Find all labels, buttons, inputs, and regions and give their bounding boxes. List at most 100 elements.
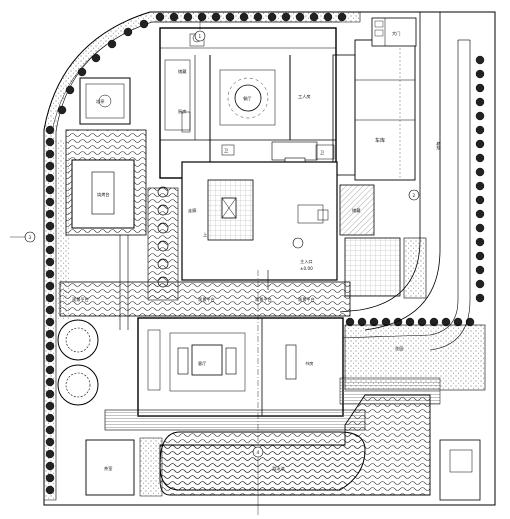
tree-canopy	[45, 485, 55, 495]
tree-canopy	[45, 413, 55, 423]
tree-canopy	[45, 185, 55, 195]
marker-right: 2	[413, 193, 416, 198]
tree-canopy	[239, 12, 249, 22]
tree-canopy	[281, 12, 291, 22]
tree-canopy	[45, 293, 55, 303]
tree-canopy	[475, 125, 485, 135]
tree-canopy	[45, 125, 55, 135]
tree-canopy	[57, 105, 67, 115]
tree-canopy	[475, 237, 485, 247]
tree-canopy	[475, 209, 485, 219]
tree-canopy	[65, 85, 75, 95]
tree-canopy	[475, 111, 485, 121]
marker-bottom: 4	[257, 450, 260, 455]
tree-canopy	[45, 281, 55, 291]
living-block: 客厅 书房	[137, 317, 344, 417]
main-house: 厨房 储藏 餐厅 工人房 卫 卫	[159, 27, 356, 187]
tree-canopy	[45, 221, 55, 231]
tree-canopy	[45, 233, 55, 243]
tree-canopy	[45, 425, 55, 435]
entrance-label: 主入口	[300, 258, 313, 264]
tree-canopy	[45, 449, 55, 459]
entrance-hall: 上 走廊 主入口 ±0.00	[181, 161, 338, 290]
tree-canopy	[475, 153, 485, 163]
tree-canopy	[211, 12, 221, 22]
bbq-label: 烧烤台	[97, 191, 110, 198]
study-label: 书房	[305, 360, 313, 367]
tree-canopy	[45, 197, 55, 207]
tree-canopy	[475, 97, 485, 107]
feature-trees	[57, 319, 99, 406]
lawn: 花园	[339, 324, 486, 405]
tree-canopy	[337, 12, 347, 22]
tree-canopy	[45, 341, 55, 351]
store-label-2: 储藏	[352, 207, 361, 214]
tree-canopy	[475, 223, 485, 233]
terrace-left-label: 观景平台	[72, 296, 89, 303]
tree-canopy	[45, 317, 55, 327]
road-label: 道路	[435, 141, 442, 150]
tree-canopy	[475, 83, 485, 93]
tree-canopy	[155, 12, 165, 22]
living-label: 客厅	[198, 360, 206, 367]
tree-canopy	[77, 67, 87, 77]
stair-label: 上	[203, 231, 207, 237]
tree-canopy	[139, 19, 149, 29]
tree-canopy	[475, 69, 485, 79]
tree-canopy	[225, 12, 235, 22]
tree-canopy	[475, 251, 485, 261]
garden-label: 花园	[395, 345, 403, 352]
tree-canopy	[45, 389, 55, 399]
tree-canopy	[45, 329, 55, 339]
store-label: 储藏	[178, 68, 187, 75]
marker-top: 1	[199, 34, 202, 39]
terrace-right-label: 观景平台	[255, 296, 272, 303]
axis-markers: 1 2 3 4	[10, 12, 420, 515]
bath-label-1: 卫	[224, 148, 228, 153]
tree-canopy	[323, 12, 333, 22]
garage: 车库	[354, 39, 416, 181]
terrace-mid-label: 观景平台	[198, 296, 215, 303]
tree-canopy	[107, 39, 117, 49]
tree-canopy	[475, 265, 485, 275]
gatehouse: 大门	[371, 17, 417, 47]
tree-canopy	[253, 12, 263, 22]
tree-canopy	[183, 12, 193, 22]
tree-canopy	[45, 473, 55, 483]
tree-canopy	[123, 27, 133, 37]
tree-canopy	[45, 209, 55, 219]
tree-canopy	[267, 12, 277, 22]
tree-canopy	[45, 161, 55, 171]
pool-area: 游泳池 茶室	[85, 394, 481, 501]
side-stair: 储藏	[339, 184, 427, 299]
tree-canopy	[91, 53, 101, 63]
pool-label: 游泳池	[272, 465, 285, 472]
tree-canopy	[45, 401, 55, 411]
tree-canopy	[45, 461, 55, 471]
tree-canopy	[309, 12, 319, 22]
tree-canopy	[45, 137, 55, 147]
entry-level: ±0.00	[300, 266, 313, 271]
tree-canopy	[475, 181, 485, 191]
tree-canopy	[45, 365, 55, 375]
tree-canopy	[45, 257, 55, 267]
tree-canopy	[45, 305, 55, 315]
garage-label: 车库	[375, 137, 385, 144]
tree-canopy	[475, 195, 485, 205]
tree-canopy	[475, 139, 485, 149]
pavilion-label: 凉亭	[96, 98, 104, 104]
tree-canopy	[45, 353, 55, 363]
kitchen-label: 厨房	[178, 108, 186, 115]
gate-label: 大门	[392, 30, 400, 37]
tree-canopy	[45, 269, 55, 279]
tree-canopy	[475, 167, 485, 177]
tree-canopy	[295, 12, 305, 22]
tree-canopy	[45, 437, 55, 447]
tea-house-label: 茶室	[104, 465, 112, 471]
terrace-right-label-2: 观景平台	[298, 296, 315, 303]
tree-canopy	[475, 55, 485, 65]
bath-label-2: 卫	[320, 150, 324, 155]
tree-canopy	[45, 245, 55, 255]
west-wing: 凉亭 烧烤台	[65, 77, 179, 330]
